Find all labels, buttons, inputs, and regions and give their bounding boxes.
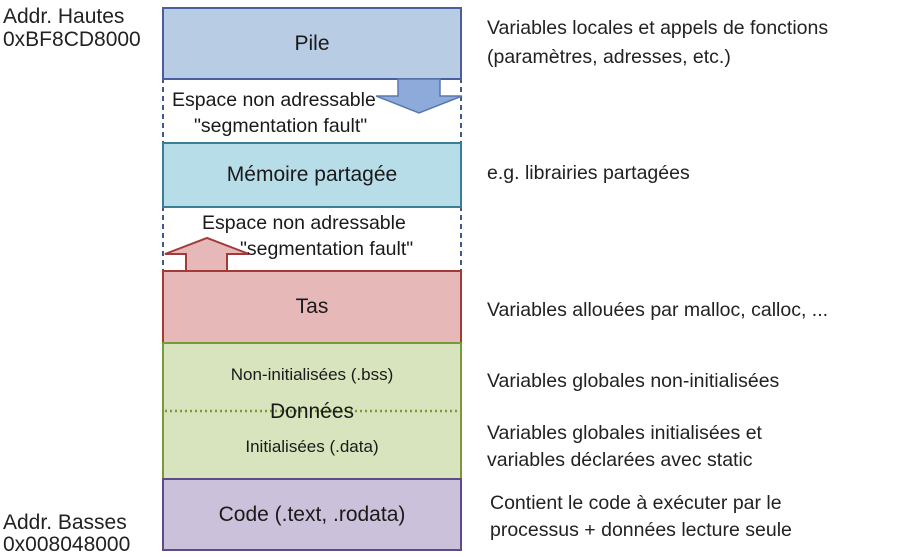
bss-description: Variables globales non-initialisées: [487, 370, 780, 392]
low-address-label: Addr. Basses: [3, 511, 127, 534]
gap-bottom-line1: Espace non adressable: [202, 212, 406, 234]
code-description-line1: Contient le code à exécuter par le: [490, 492, 782, 514]
heap-label: Tas: [295, 295, 329, 318]
code-label: Code (.text, .rodata): [218, 502, 406, 526]
gap-bottom-line2: "segmentation fault": [240, 238, 414, 260]
data-description-line2: variables déclarées avec static: [487, 449, 753, 471]
code-description-line2: processus + données lecture seule: [490, 519, 792, 541]
stack-growth-arrow: [375, 78, 463, 114]
stack-description-line1: Variables locales et appels de fonctions: [487, 17, 829, 39]
heap-growth-arrow: [164, 236, 250, 272]
stack-label: Pile: [294, 31, 330, 55]
stack-segment: [162, 7, 462, 80]
gap-top-line2: "segmentation fault": [194, 115, 368, 137]
shared-memory-label: Mémoire partagée: [226, 163, 398, 186]
stack-description-line2: (paramètres, adresses, etc.): [487, 46, 731, 68]
bss-label: Non-initialisées (.bss): [230, 365, 394, 384]
heap-description: Variables allouées par malloc, calloc, .…: [487, 299, 829, 321]
data-label: Données: [269, 400, 355, 423]
low-address-value: 0x008048000: [3, 533, 131, 556]
gap-top-line1: Espace non adressable: [172, 89, 376, 111]
data-description-line1: Variables globales initialisées et: [487, 422, 762, 444]
code-segment: [162, 478, 462, 551]
shared-memory-segment: [162, 142, 462, 208]
high-address-value: 0xBF8CD8000: [3, 28, 141, 51]
shared-description: e.g. librairies partagées: [487, 162, 690, 184]
init-data-label: Initialisées (.data): [245, 437, 379, 456]
high-address-label: Addr. Hautes: [3, 5, 125, 28]
heap-segment: [162, 270, 462, 344]
